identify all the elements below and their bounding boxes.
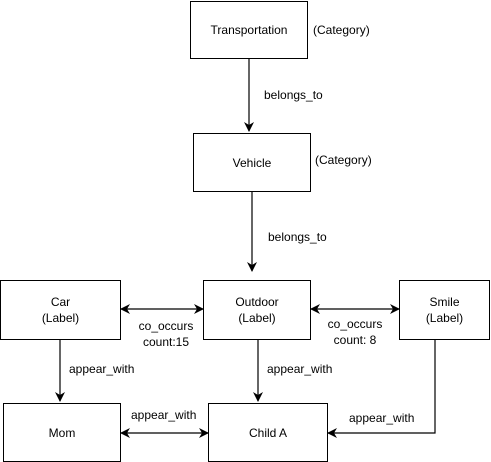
edge-label-outdoor-smile: co_occurs count: 8	[324, 316, 386, 348]
node-outdoor-subtitle: (Label)	[238, 311, 276, 325]
node-outdoor[interactable]: Outdoor (Label)	[203, 280, 311, 340]
node-mom-title: Mom	[48, 425, 76, 440]
node-vehicle[interactable]: Vehicle	[193, 133, 311, 192]
node-smile[interactable]: Smile (Label)	[399, 280, 490, 340]
node-transportation[interactable]: Transportation	[190, 1, 308, 59]
edge-label-car-mom: appear_with	[69, 362, 135, 376]
node-vehicle-title: Vehicle	[232, 155, 272, 170]
edge-label-mom-child-a: appear_with	[131, 408, 197, 422]
edge-label-transportation-vehicle: belongs_to	[264, 88, 323, 102]
edge-label-car-outdoor-line1: co_occurs	[138, 319, 194, 333]
edge-label-outdoor-smile-line2: count: 8	[333, 333, 377, 347]
node-car-title: Car	[50, 295, 71, 309]
node-smile-subtitle: (Label)	[425, 311, 464, 325]
node-car-subtitle: (Label)	[41, 311, 80, 325]
edge-label-vehicle-outdoor: belongs_to	[268, 230, 327, 244]
edge-label-outdoor-child-a: appear_with	[267, 362, 333, 376]
node-car[interactable]: Car (Label)	[0, 280, 121, 340]
node-transportation-tag: (Category)	[313, 23, 370, 37]
edge-label-car-outdoor-line2: count:15	[142, 335, 190, 349]
node-smile-title: Smile	[429, 295, 460, 309]
node-transportation-title: Transportation	[210, 23, 288, 37]
edge-label-car-outdoor: co_occurs count:15	[136, 318, 196, 350]
edge-smile-to-child-a	[327, 340, 436, 438]
node-vehicle-tag: (Category)	[315, 153, 372, 167]
node-mom[interactable]: Mom	[3, 403, 121, 462]
node-child-a-title: Child A	[248, 425, 288, 440]
edge-label-outdoor-smile-line1: co_occurs	[327, 317, 383, 331]
node-child-a[interactable]: Child A	[208, 403, 328, 462]
node-outdoor-title: Outdoor	[235, 295, 279, 309]
edge-label-smile-child-a: appear_with	[349, 411, 415, 425]
